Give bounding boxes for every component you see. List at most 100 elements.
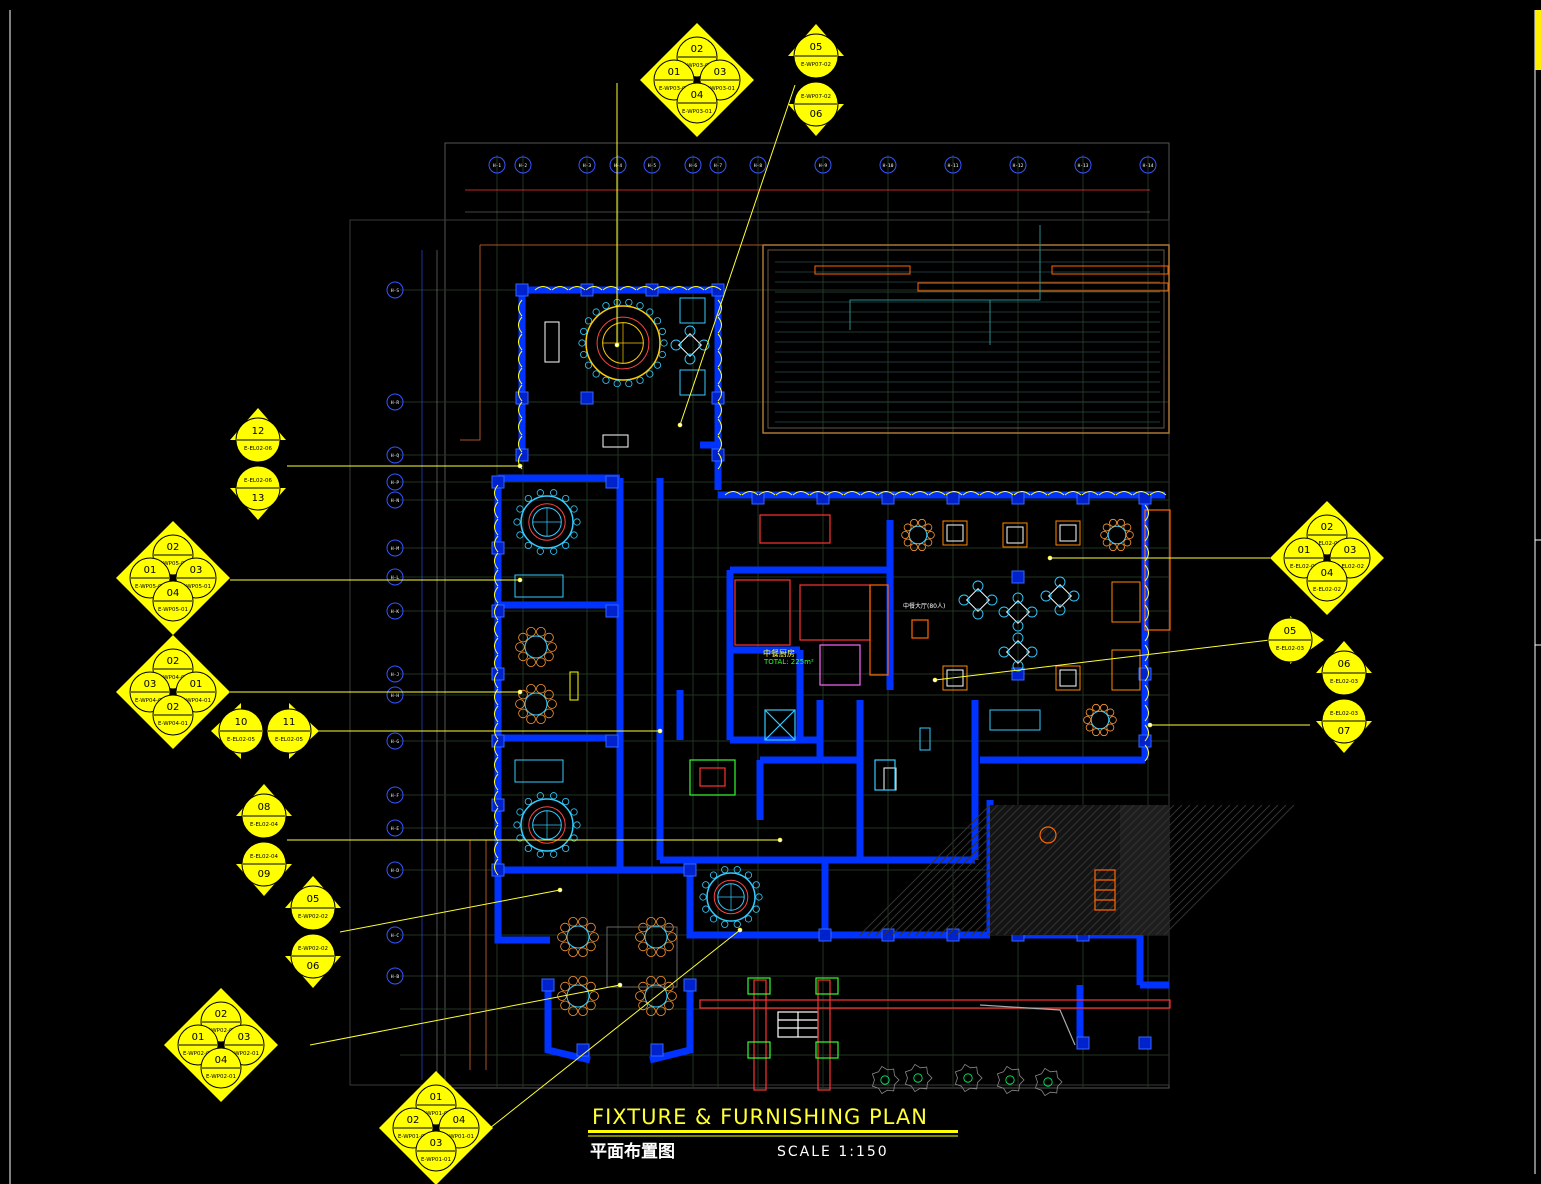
callout-reference: E-WP01-01 xyxy=(421,1157,451,1163)
column xyxy=(881,928,895,942)
callout-number: 11 xyxy=(283,717,296,728)
axis-bubble xyxy=(684,156,702,174)
column xyxy=(1011,570,1025,584)
column xyxy=(1138,667,1152,681)
callout-number: 02 xyxy=(215,1009,228,1020)
drawing-title-chinese: 平面布置图 xyxy=(590,1141,675,1162)
hatched-service-area xyxy=(859,804,1295,936)
railing-arc xyxy=(653,286,671,291)
cabinet xyxy=(679,369,706,396)
railing-arc xyxy=(962,491,980,496)
column xyxy=(711,448,725,462)
table-cluster xyxy=(901,518,935,552)
callout-number: 04 xyxy=(167,588,180,599)
callout-number: 06 xyxy=(1338,659,1351,670)
sofa xyxy=(1055,520,1081,546)
dining-hall-label: 中餐大厅(80人) xyxy=(903,602,945,610)
row-label: H-R xyxy=(391,400,399,406)
sofa xyxy=(1002,522,1028,548)
four-seat-table xyxy=(670,325,710,365)
callout-reference: E-EL02-05 xyxy=(227,737,255,743)
row-label: H-B xyxy=(391,974,399,980)
row-label: H-S xyxy=(391,288,399,294)
leader-line xyxy=(679,84,796,426)
railing-arc xyxy=(494,739,499,757)
tree xyxy=(954,1063,983,1093)
railing-arc xyxy=(1149,491,1167,496)
column xyxy=(683,978,697,992)
column xyxy=(515,283,529,297)
balcony-railing xyxy=(494,286,1167,876)
railing-arc xyxy=(894,491,912,496)
row-label: H-H xyxy=(391,693,399,699)
callout-reference: E-WP03-01 xyxy=(682,63,712,69)
round-table xyxy=(699,866,763,928)
column xyxy=(711,283,725,297)
callout-number: 02 xyxy=(167,542,180,553)
callout-diamond: 02E-WP02-0101E-WP02-0103E-WP02-0104E-WP0… xyxy=(164,988,278,1102)
row-label: H-L xyxy=(391,575,399,581)
kitchen-label: 中餐厨房 xyxy=(763,648,795,658)
furniture xyxy=(513,297,1141,1017)
table-cluster xyxy=(1083,703,1117,737)
axis-label: H-6 xyxy=(689,163,697,169)
row-label: H-K xyxy=(391,609,399,615)
table-cluster xyxy=(557,916,599,958)
callout-diamond: 01E-WP01-0102E-WP01-0104E-WP01-0103E-WP0… xyxy=(379,1071,493,1184)
table-cluster xyxy=(515,626,557,668)
callout-number: 02 xyxy=(407,1115,420,1126)
railing-arc xyxy=(518,350,523,368)
round-table xyxy=(513,489,581,555)
sofa xyxy=(989,709,1041,731)
cabinet xyxy=(544,321,560,363)
leader-end xyxy=(677,422,683,428)
table xyxy=(1059,669,1077,687)
railing-arc xyxy=(1144,524,1149,542)
railing-arc xyxy=(724,491,742,496)
callout-diamond: 02E-WP04-0103E-WP04-0101E-WP04-0102E-WP0… xyxy=(116,635,230,749)
railing-arc xyxy=(494,705,499,723)
callout-reference: E-EL02-03 xyxy=(1313,541,1341,547)
axis-label: H-3 xyxy=(583,163,591,169)
axis-label: H-4 xyxy=(614,163,622,169)
callout-number: 01 xyxy=(430,1092,443,1103)
callout-leaders xyxy=(230,83,1310,1129)
callout-number: 01 xyxy=(144,565,157,576)
row-bubble xyxy=(386,281,404,299)
railing-arc xyxy=(717,384,722,402)
tree xyxy=(904,1063,933,1093)
railing-arc xyxy=(494,586,499,604)
railing-arc xyxy=(996,491,1014,496)
callout-diamond: 02E-EL02-0301E-EL02-0303E-EL02-0204E-EL0… xyxy=(1270,501,1384,615)
column xyxy=(1138,1036,1152,1050)
callout-reference: E-EL02-02 xyxy=(1336,564,1364,570)
row-label: H-N xyxy=(391,498,399,504)
callout-reference: E-WP02-01 xyxy=(206,1028,236,1034)
callout-number: 10 xyxy=(235,717,248,728)
cabinet xyxy=(679,297,706,324)
pool-area xyxy=(762,225,1170,434)
callout-reference: E-WP07-02 xyxy=(801,94,831,100)
column xyxy=(491,734,505,748)
sofa xyxy=(1111,581,1141,623)
railing-arc xyxy=(717,418,722,436)
axis-label: H-12 xyxy=(1013,163,1024,169)
callout-reference: E-WP05-01 xyxy=(158,607,188,613)
axis-label: H-13 xyxy=(1078,163,1089,169)
four-seat-table xyxy=(958,580,998,620)
column xyxy=(491,863,505,877)
railing-arc xyxy=(1144,744,1149,762)
railing-arc xyxy=(518,384,523,402)
callout-reference: E-EL02-03 xyxy=(1290,564,1318,570)
callout-number: 07 xyxy=(1338,726,1351,737)
axis-bubble xyxy=(609,156,627,174)
leader-end xyxy=(932,677,938,683)
railing-arc xyxy=(717,452,722,470)
railing-arc xyxy=(860,491,878,496)
railing-arc xyxy=(518,299,523,317)
kitchen-area-label: TOTAL: 225m² xyxy=(763,658,814,666)
planting xyxy=(871,1063,1063,1097)
